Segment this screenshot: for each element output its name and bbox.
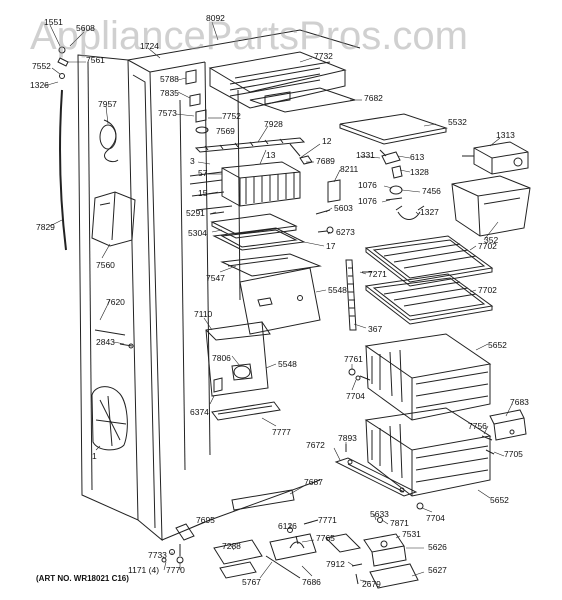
callout-5603: 5603 <box>334 203 353 213</box>
callout-7695: 7695 <box>196 515 215 525</box>
callout-13: 13 <box>266 150 276 160</box>
callout-7770: 7770 <box>166 565 185 575</box>
callout-7871: 7871 <box>390 518 409 528</box>
callout-57: 57 <box>198 168 208 178</box>
callout-7271: 7271 <box>368 269 387 279</box>
art-number: (ART NO. WR18021 C16) <box>36 574 129 583</box>
callout-8211: 8211 <box>340 164 359 174</box>
callout-7806: 7806 <box>212 353 231 363</box>
callout-7569: 7569 <box>216 126 235 136</box>
callout-7561: 7561 <box>86 55 105 65</box>
callout-5608: 5608 <box>76 23 95 33</box>
callout-5652-b: 5652 <box>490 495 509 505</box>
callout-7761: 7761 <box>344 354 363 364</box>
callout-1327: 1327 <box>420 207 439 217</box>
callout-7957: 7957 <box>98 99 117 109</box>
callout-7912: 7912 <box>326 559 345 569</box>
callout-1313: 1313 <box>496 130 515 140</box>
callout-352: 352 <box>484 235 499 245</box>
callout-7689: 7689 <box>316 156 335 166</box>
left-side-parts <box>57 46 136 451</box>
callout-7704-a: 7704 <box>346 391 365 401</box>
callout-1: 1 <box>92 451 97 461</box>
callout-5626: 5626 <box>428 542 447 552</box>
callout-7687: 7687 <box>304 477 323 487</box>
control-housing <box>205 321 281 421</box>
callout-1331: 1331 <box>356 150 375 160</box>
callout-613: 613 <box>410 152 425 162</box>
watermark-text: AppliancePartsPros.com <box>30 14 468 58</box>
callout-2679: 2679 <box>362 579 381 589</box>
callout-1551: 1551 <box>44 17 63 27</box>
callout-7732: 7732 <box>314 51 333 61</box>
callout-7928: 7928 <box>264 119 283 129</box>
callout-7733: 7733 <box>148 550 167 560</box>
callout-6374: 6374 <box>190 407 209 417</box>
callout-7705: 7705 <box>504 449 523 459</box>
callout-1076-b: 1076 <box>358 196 377 206</box>
callout-7288: 7288 <box>222 541 241 551</box>
callout-7756: 7756 <box>468 421 487 431</box>
callout-5548-a: 5548 <box>328 285 347 295</box>
callout-17: 17 <box>326 241 336 251</box>
callout-7704-b: 7704 <box>426 513 445 523</box>
callout-7771: 7771 <box>318 515 337 525</box>
callout-7531: 7531 <box>402 529 421 539</box>
callout-7456: 7456 <box>422 186 441 196</box>
callout-1326: 1326 <box>30 80 49 90</box>
callout-1076-a: 1076 <box>358 180 377 190</box>
callout-5627: 5627 <box>428 565 447 575</box>
callout-7683: 7683 <box>510 397 529 407</box>
callout-7573: 7573 <box>158 108 177 118</box>
crisper-drawers <box>348 333 492 510</box>
callout-1724: 1724 <box>140 41 159 51</box>
callout-5633: 5633 <box>370 509 389 519</box>
callout-7702-a: 7702 <box>478 241 497 251</box>
drawer-cover-trim <box>481 409 527 455</box>
callout-2843: 2843 <box>96 337 115 347</box>
leader-lines <box>43 21 513 583</box>
callout-1171: 1171 (4) <box>128 565 160 575</box>
callout-7702-b: 7702 <box>478 285 497 295</box>
callout-15: 15 <box>198 188 208 198</box>
callout-7552: 7552 <box>32 61 51 71</box>
wire-shelves <box>364 235 494 325</box>
callout-3: 3 <box>190 156 195 166</box>
callout-367: 367 <box>368 324 383 334</box>
callout-7560: 7560 <box>96 260 115 270</box>
callout-7672: 7672 <box>306 440 325 450</box>
callout-7765: 7765 <box>316 533 335 543</box>
callout-8092: 8092 <box>206 13 225 23</box>
callout-5304: 5304 <box>188 228 207 238</box>
callout-1328: 1328 <box>410 167 429 177</box>
callout-7110: 7110 <box>194 309 213 319</box>
ice-components <box>339 113 531 237</box>
callout-5532: 5532 <box>448 117 467 127</box>
callout-7547: 7547 <box>206 273 225 283</box>
callout-12: 12 <box>322 136 332 146</box>
evaporator-assembly <box>185 69 341 335</box>
callout-5788: 5788 <box>160 74 179 84</box>
callout-7835: 7835 <box>160 88 179 98</box>
callout-7893: 7893 <box>338 433 357 443</box>
callout-6273: 6273 <box>336 227 355 237</box>
callout-7829: 7829 <box>36 222 55 232</box>
callout-5767: 5767 <box>242 577 261 587</box>
callout-7620: 7620 <box>106 297 125 307</box>
bottom-parts <box>161 444 419 589</box>
callout-5652-a: 5652 <box>488 340 507 350</box>
callout-7777: 7777 <box>272 427 291 437</box>
callout-7682: 7682 <box>364 93 383 103</box>
callout-6126: 6126 <box>278 521 297 531</box>
top-housing <box>208 51 356 113</box>
callout-5291: 5291 <box>186 208 205 218</box>
callout-7686: 7686 <box>302 577 321 587</box>
callout-7752: 7752 <box>222 111 241 121</box>
shelf-ladder <box>345 259 372 331</box>
callout-5548-b: 5548 <box>278 359 297 369</box>
